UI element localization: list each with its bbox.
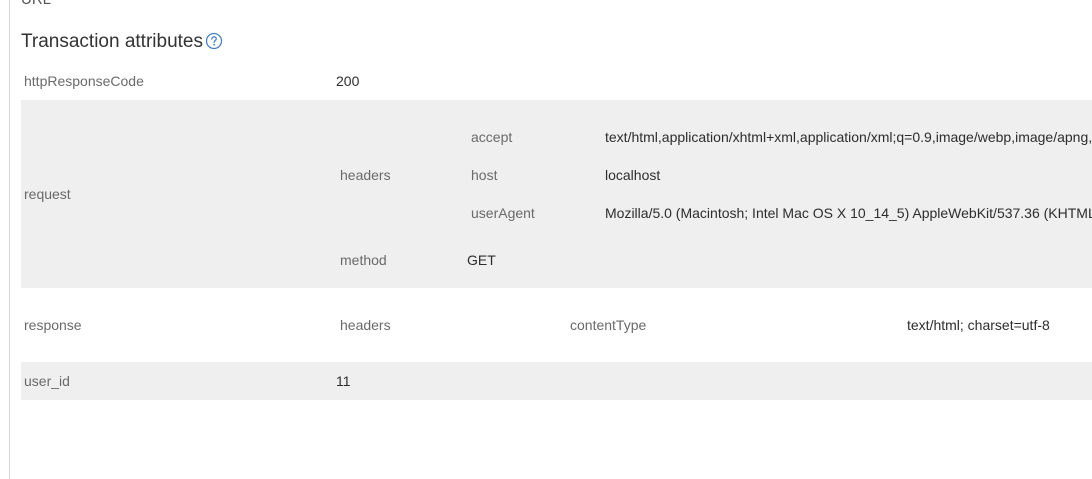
header-value-accept: text/html,application/xhtml+xml,applicat…	[605, 129, 1092, 145]
header-value-host: localhost	[605, 167, 661, 183]
attribute-value: 11	[336, 373, 351, 389]
attribute-value-method: GET	[467, 252, 496, 268]
attribute-subkey-method: method	[340, 252, 387, 268]
attribute-subkey-headers: headers	[340, 317, 391, 333]
previous-section-text: URL	[21, 0, 51, 8]
header-key-content-type: contentType	[570, 317, 647, 333]
attribute-key: user_id	[24, 373, 70, 389]
header-key-host: host	[471, 167, 498, 183]
attribute-key: httpResponseCode	[24, 73, 144, 89]
left-border	[9, 0, 10, 479]
attribute-value: 200	[336, 73, 360, 89]
header-key-user-agent: userAgent	[471, 205, 535, 221]
section-title-text: Transaction attributes	[21, 31, 203, 52]
attribute-row-http-response-code: httpResponseCode 200	[21, 62, 1092, 100]
header-value-user-agent: Mozilla/5.0 (Macintosh; Intel Mac OS X 1…	[605, 205, 1092, 221]
attribute-row-response: response headers contentType text/html; …	[21, 288, 1092, 362]
header-value-content-type: text/html; charset=utf-8	[907, 317, 1050, 333]
header-key-accept: accept	[471, 129, 513, 145]
attribute-subkey-headers: headers	[340, 167, 391, 183]
attribute-row-user-id: user_id 11	[21, 362, 1092, 400]
question-circle-icon[interactable]	[205, 32, 223, 56]
attribute-key: response	[24, 317, 82, 333]
section-title: Transaction attributes	[21, 31, 223, 56]
attribute-key: request	[24, 186, 71, 202]
attribute-row-request: request headers accept text/html,applica…	[21, 100, 1092, 288]
